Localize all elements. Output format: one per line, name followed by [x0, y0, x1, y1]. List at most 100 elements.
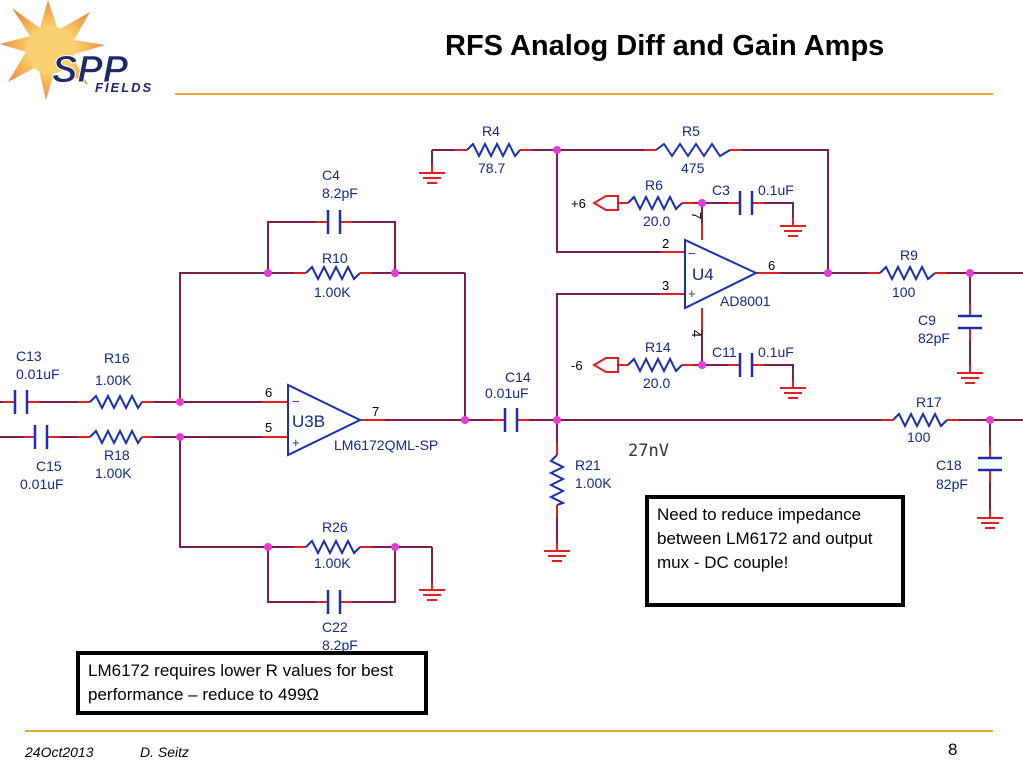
r18-value: 1.00K [95, 465, 132, 481]
capacitor-c3 [738, 191, 754, 215]
u4-pin-out: 6 [768, 258, 775, 273]
slide-title: RFS Analog Diff and Gain Amps [445, 30, 885, 62]
rail-arrows [592, 195, 619, 373]
resistor-r5 [655, 142, 731, 158]
footer-author: D. Seitz [140, 744, 190, 760]
r17-value: 100 [907, 429, 931, 445]
capacitor-c15 [33, 425, 49, 449]
r5-value: 475 [681, 160, 705, 176]
rail-pos-label: +6 [571, 196, 586, 211]
logo-subtext: FIELDS [95, 80, 153, 95]
u4-pin-vpos: 7 [689, 212, 704, 219]
c22-name: C22 [322, 619, 348, 635]
logo-text: SPP [52, 49, 129, 91]
c9-name: C9 [918, 312, 936, 328]
capacitors [13, 191, 1002, 614]
capacitor-c18 [978, 456, 1002, 472]
c3-value: 0.1uF [758, 182, 794, 198]
resistor-r14 [627, 356, 683, 374]
r9-value: 100 [892, 284, 916, 300]
c11-name: C11 [712, 344, 737, 360]
resistor-r6 [627, 194, 683, 212]
resistor-r17 [892, 411, 948, 429]
rail-neg-label: -6 [571, 358, 583, 373]
capacitor-c9 [958, 314, 982, 330]
resistor-r26 [305, 538, 361, 556]
footer-date: 24Oct2013 [25, 744, 94, 760]
capacitor-c22 [326, 590, 342, 614]
u4-minus-sign: − [688, 246, 696, 261]
u4-pin-noninv: 3 [662, 278, 669, 293]
spp-fields-logo: SPP FIELDS [0, 0, 153, 100]
r10-value: 1.00K [314, 284, 351, 300]
opamp-u4 [684, 238, 759, 310]
page-number: 8 [948, 740, 958, 759]
resistor-r10 [305, 264, 361, 282]
u3b-part: LM6172QML-SP [334, 437, 438, 453]
component-labels: R4 78.7 R5 475 R6 20.0 C3 0.1uF C4 8.2pF… [16, 123, 968, 653]
r9-name: R9 [900, 247, 918, 263]
r14-value: 20.0 [643, 375, 670, 391]
u4-plus-sign: + [688, 286, 696, 301]
c4-name: C4 [322, 167, 340, 183]
resistor-r18 [89, 428, 143, 446]
u4-part: AD8001 [720, 293, 771, 309]
capacitor-c13 [13, 390, 29, 414]
r14-name: R14 [645, 339, 671, 355]
r21-value: 1.00K [575, 475, 612, 491]
capacitor-c4 [326, 210, 342, 234]
r16-value: 1.00K [95, 372, 132, 388]
c11-value: 0.1uF [758, 344, 794, 360]
junctions [176, 146, 994, 551]
u4-pin-inv: 2 [662, 236, 669, 251]
c18-value: 82pF [936, 476, 968, 492]
r17-name: R17 [916, 394, 942, 410]
r10-name: R10 [322, 250, 348, 266]
u3b-plus-sign: + [292, 435, 300, 450]
r6-name: R6 [645, 177, 663, 193]
resistor-r16 [89, 393, 143, 411]
c13-name: C13 [16, 348, 42, 364]
pin-numbers: 2 3 6 7 4 − + 6 5 7 − + [265, 212, 775, 450]
c4-value: 8.2pF [322, 185, 358, 201]
c13-value: 0.01uF [16, 366, 60, 382]
r4-value: 78.7 [478, 160, 505, 176]
r26-value: 1.00K [314, 555, 351, 571]
c14-value: 0.01uF [485, 385, 529, 401]
noise-label: 27nV [628, 441, 669, 461]
note-dc-couple: Need to reduce impedance between LM6172 … [645, 495, 905, 607]
c3-name: C3 [712, 182, 730, 198]
capacitor-c11 [738, 353, 754, 377]
u4-pin-vneg: 4 [689, 330, 704, 337]
resistors [89, 141, 948, 556]
c15-name: C15 [36, 458, 62, 474]
u3b-pin-noninv: 5 [265, 420, 272, 435]
c18-name: C18 [936, 457, 962, 473]
resistor-r21 [548, 454, 566, 506]
r16-name: R16 [104, 350, 130, 366]
c9-value: 82pF [918, 330, 950, 346]
u3b-pin-out: 7 [372, 404, 379, 419]
r18-name: R18 [104, 447, 130, 463]
pin-stubs [3, 149, 991, 603]
note-lower-r: LM6172 requires lower R values for best … [76, 651, 428, 715]
footer-divider [25, 730, 993, 732]
r6-value: 20.0 [643, 213, 670, 229]
u3b-pin-inv: 6 [265, 385, 272, 400]
r5-name: R5 [682, 123, 700, 139]
resistor-r4 [466, 141, 521, 159]
r26-name: R26 [322, 519, 348, 535]
c22-value: 8.2pF [322, 637, 358, 653]
r4-name: R4 [482, 123, 500, 139]
title-divider [175, 93, 993, 95]
r21-name: R21 [575, 457, 601, 473]
u3b-minus-sign: − [292, 394, 300, 409]
u3b-name: U3B [292, 412, 325, 431]
capacitor-c14 [503, 408, 519, 432]
sun-burst-icon [0, 0, 105, 100]
u4-name: U4 [692, 265, 714, 284]
c15-value: 0.01uF [20, 476, 64, 492]
resistor-r9 [879, 264, 936, 282]
c14-name: C14 [505, 369, 531, 385]
